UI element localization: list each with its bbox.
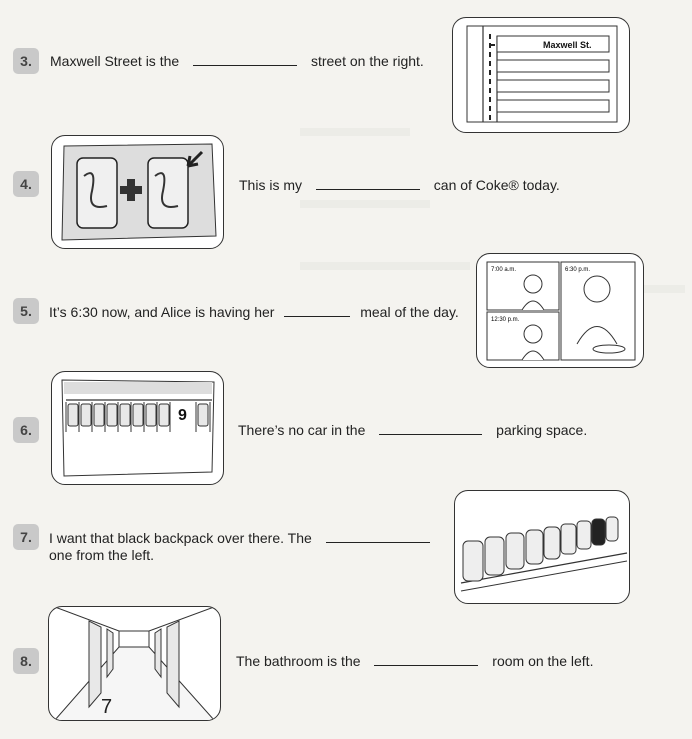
item-sentence: There’s no car in the parking space. [238, 421, 587, 439]
sentence-after: meal of the day. [360, 304, 459, 320]
answer-blank[interactable] [379, 422, 483, 435]
answer-blank[interactable] [193, 53, 298, 66]
bleed-through-mark [300, 262, 470, 270]
sentence-after: room on the left. [492, 653, 594, 669]
item-number: 3. [13, 48, 39, 74]
parking-lot-illustration: 9 [51, 371, 224, 485]
street-sign-label: Maxwell St. [543, 40, 592, 50]
backpacks-illustration [454, 490, 630, 604]
time-label: 6:30 p.m. [565, 267, 590, 273]
bleed-through-mark [620, 285, 685, 293]
sentence-after: parking space. [496, 422, 588, 438]
answer-blank[interactable] [315, 177, 420, 190]
time-label: 7:00 a.m. [491, 267, 516, 273]
item-sentence-continued: one from the left. [49, 547, 155, 563]
sentence-after: can of Coke® today. [433, 177, 560, 193]
item-number: 7. [13, 524, 39, 550]
answer-blank[interactable] [325, 530, 430, 543]
sentence-before: There’s no car in the [238, 422, 366, 438]
item-sentence: It’s 6:30 now, and Alice is having her m… [49, 303, 459, 321]
item-number: 6. [13, 417, 39, 443]
sentence-before: It’s 6:30 now, and Alice is having her [49, 304, 275, 320]
time-label: 12:30 p.m. [491, 317, 520, 323]
sentence-before: I want that black backpack over there. T… [49, 530, 312, 546]
sentence-before: The bathroom is the [236, 653, 361, 669]
item-number: 5. [13, 298, 39, 324]
meal-times-illustration: 7:00 a.m. 6:30 p.m. 12:30 p.m. [476, 253, 644, 368]
item-number: 8. [13, 648, 39, 674]
answer-blank[interactable] [284, 304, 351, 317]
hallway-illustration: 7 [48, 606, 221, 721]
parking-space-number: 9 [178, 407, 187, 424]
item-sentence: The bathroom is the room on the left. [236, 652, 593, 670]
bleed-through-mark [300, 200, 430, 208]
answer-blank[interactable] [374, 653, 479, 666]
street-map-illustration: Maxwell St. [452, 17, 630, 133]
two-cans-illustration [51, 135, 224, 249]
bleed-through-mark [300, 128, 410, 136]
item-sentence: This is my can of Coke® today. [239, 176, 560, 194]
door-number: 7 [101, 696, 112, 718]
item-sentence: I want that black backpack over there. T… [49, 529, 430, 547]
sentence-before: This is my [239, 177, 302, 193]
item-number: 4. [13, 171, 39, 197]
sentence-before: Maxwell Street is the [50, 53, 180, 69]
item-sentence: Maxwell Street is the street on the righ… [50, 52, 424, 70]
sentence-after: street on the right. [310, 53, 424, 69]
